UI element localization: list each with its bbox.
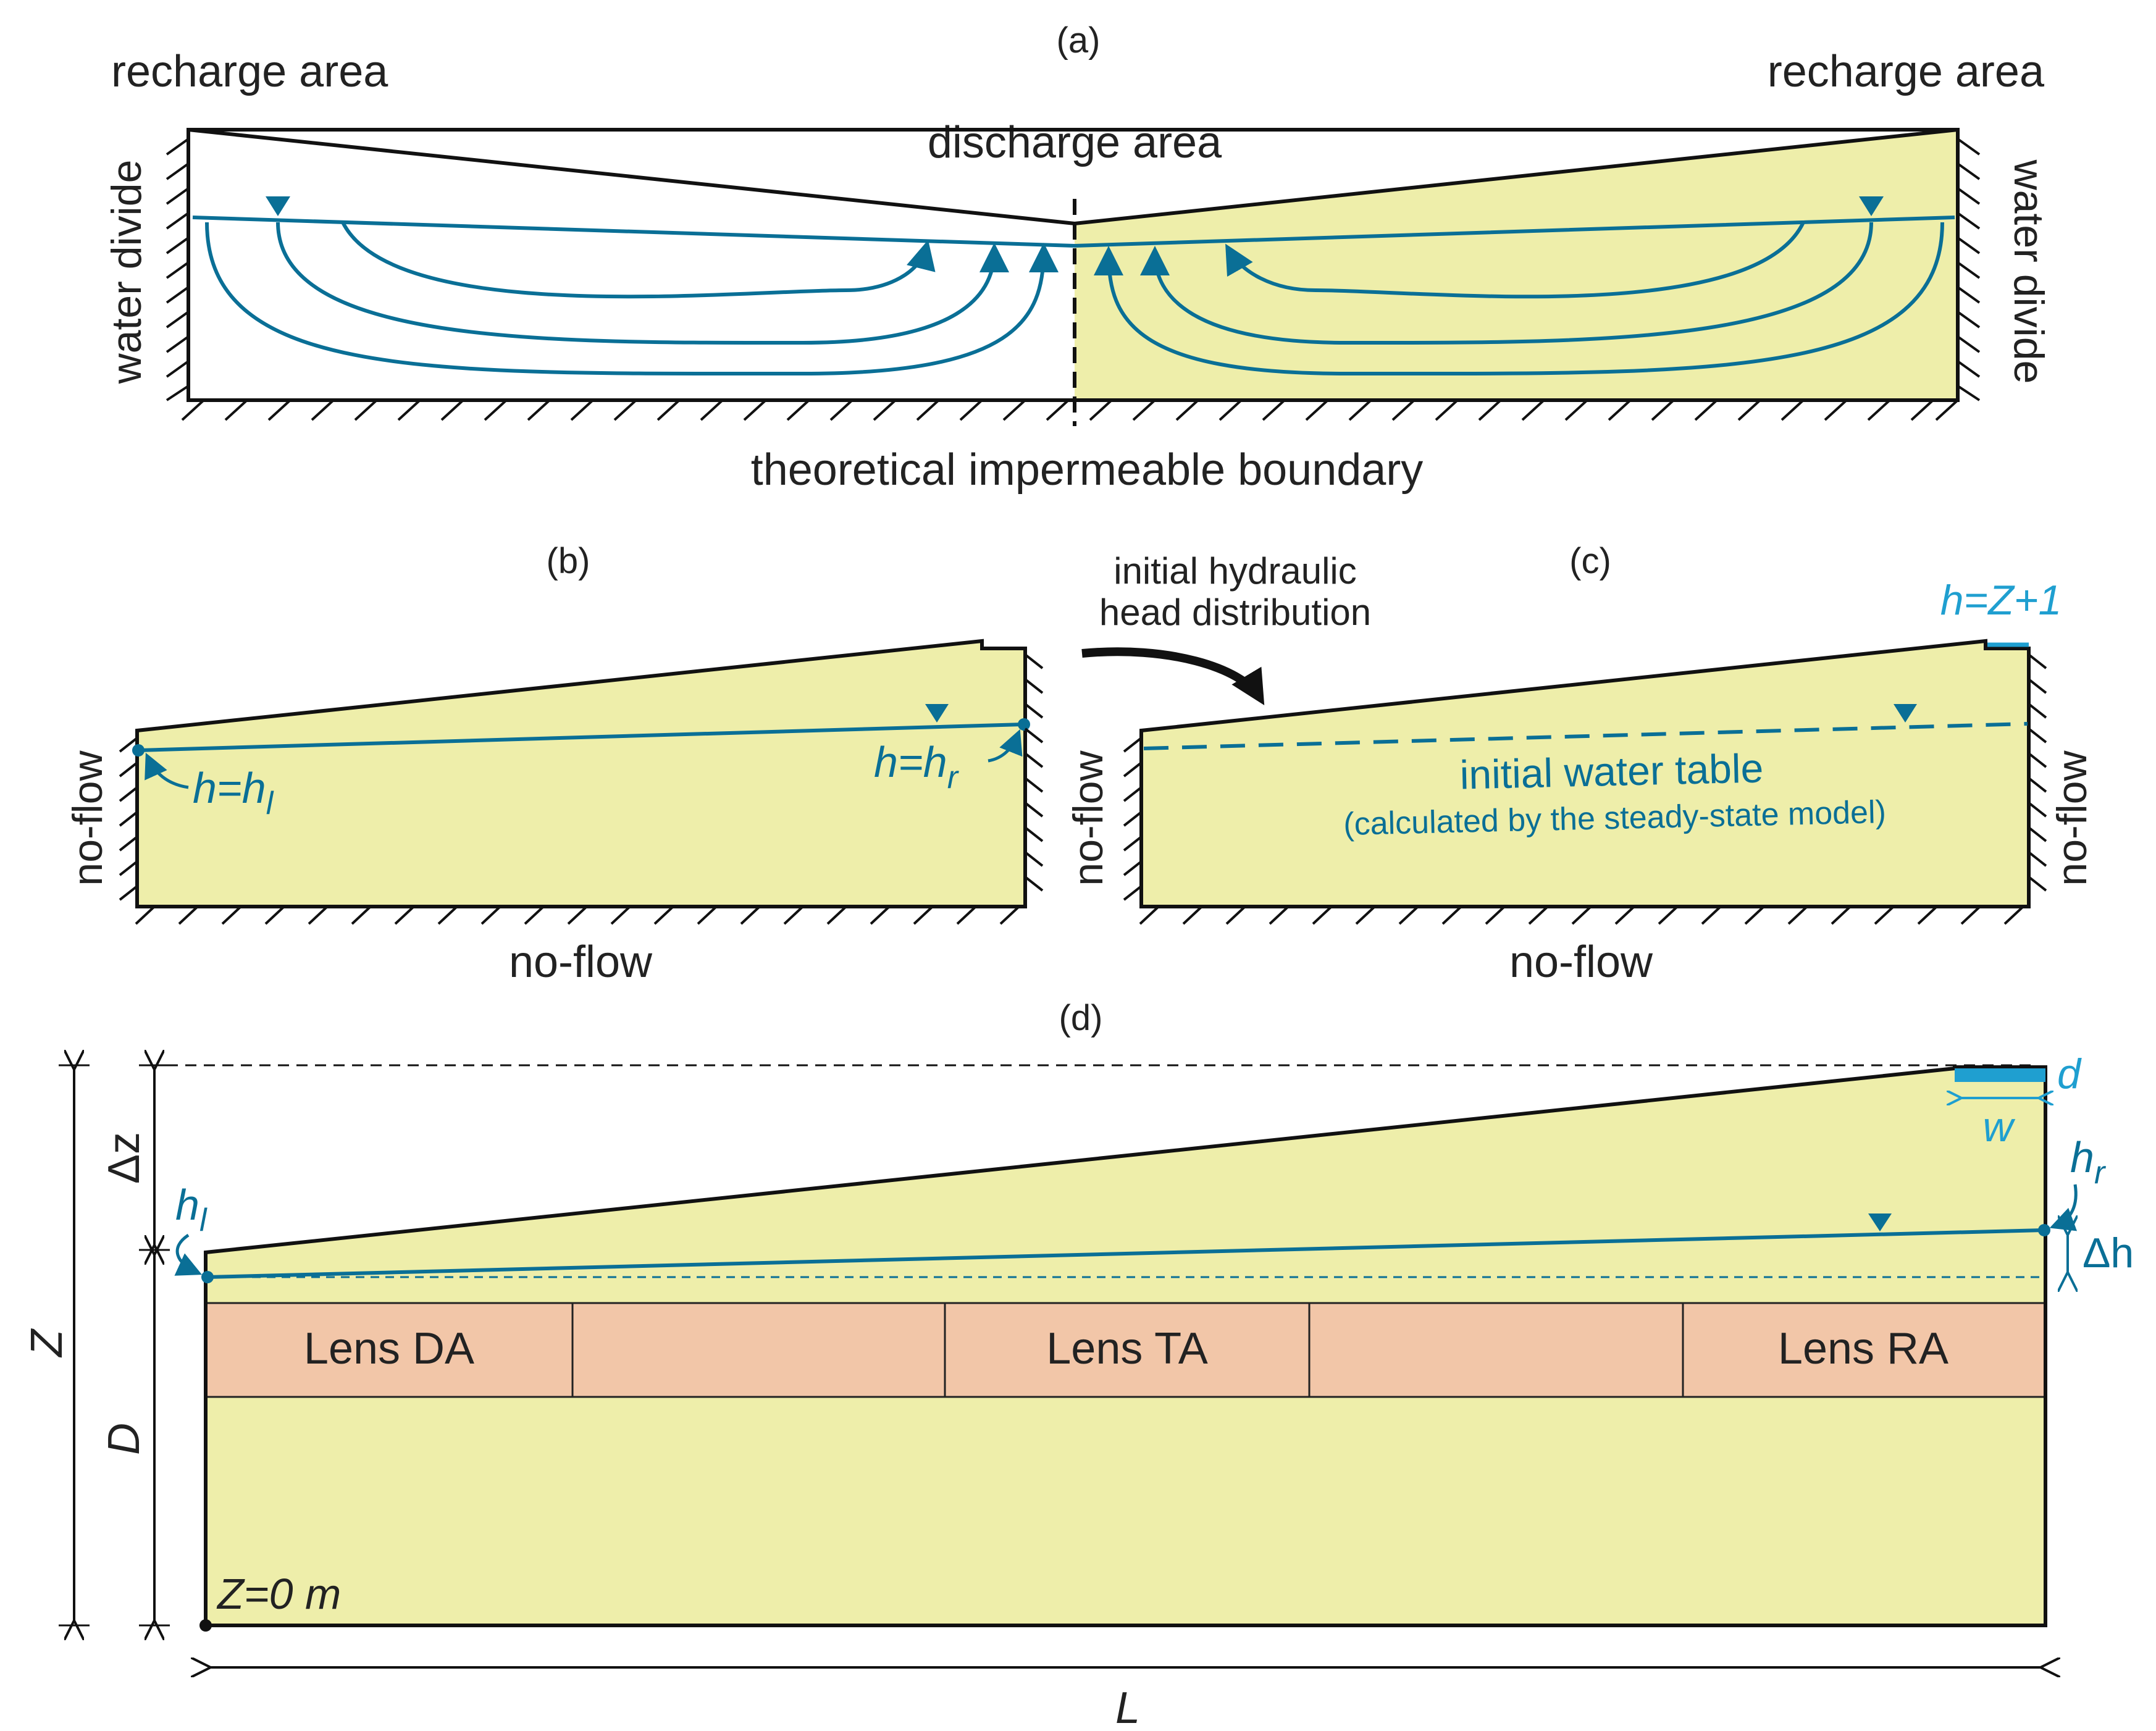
- w-label: w: [1982, 1104, 2015, 1151]
- water-table-d: [207, 1228, 2045, 1279]
- no-flow-bottom-c: no-flow: [1509, 937, 1653, 987]
- lens-da: Lens DA: [304, 1324, 474, 1373]
- hr-pointer-d: [2049, 1184, 2078, 1231]
- no-flow-left-b: no-flow: [64, 750, 111, 886]
- hatch-bottom-b: [135, 905, 1020, 925]
- arrow-text-line2: head distribution: [1099, 592, 1371, 633]
- hatch-left-c: [1123, 737, 1143, 901]
- water-divide-right: water divide: [2005, 159, 2052, 384]
- water-table-c: [1143, 722, 2028, 750]
- origin-point-d: [199, 1619, 212, 1632]
- water-table-b: [138, 723, 1025, 752]
- hr-pointer-b: [988, 729, 1023, 763]
- hl-label-d: hl: [175, 1181, 208, 1238]
- h-left-label-b: h=hl: [193, 764, 274, 821]
- dz-label: Δz: [99, 1132, 149, 1184]
- aquifer-b: [135, 639, 1027, 908]
- water-table-symbol-d: [1868, 1213, 1892, 1231]
- z0-label: Z=0 m: [216, 1570, 341, 1618]
- hl-pointer-d: [174, 1233, 203, 1276]
- hl-pointer-b: [145, 752, 189, 789]
- panel-c-label: (c): [1569, 541, 1611, 581]
- lens-band: [208, 1303, 2044, 1397]
- panel-b: (b) h=hl h=hr no-flow no-flow: [64, 541, 1044, 987]
- head-point-left-b: [132, 744, 145, 757]
- aquifer-c: [1139, 639, 2031, 908]
- impermeable-boundary-label: theoretical impermeable boundary: [751, 445, 1424, 495]
- hatch-right-c: [2028, 653, 2047, 892]
- hatch-left-a: [166, 138, 190, 401]
- aquifer-fill-a: [1075, 130, 1958, 400]
- l-label: L: [1115, 1683, 1140, 1731]
- z-label: Z: [22, 1328, 72, 1358]
- head-point-right-b: [1018, 718, 1030, 731]
- h-right-label-b: h=hr: [874, 738, 960, 795]
- d-label: d: [2057, 1050, 2082, 1097]
- hatch-bottom-a: [181, 399, 1959, 421]
- recharge-area-right: recharge area: [1768, 47, 2045, 96]
- panel-a: (a) recharge area recharge area discharg…: [103, 20, 2052, 495]
- recharge-area-left: recharge area: [111, 47, 388, 96]
- transfer-arrow: [1081, 647, 1265, 705]
- arrow-text-line1: initial hydraulic: [1114, 550, 1357, 592]
- discharge-area: discharge area: [928, 118, 1222, 167]
- no-flow-right-c: no-flow: [2049, 750, 2095, 886]
- hatch-bottom-c: [1139, 905, 2024, 925]
- water-table-symbol-left-a: [266, 196, 290, 216]
- water-table-a: [192, 216, 1955, 248]
- hr-label-d: hr: [2070, 1133, 2107, 1191]
- flowlines-a: [205, 221, 1944, 376]
- no-flow-bottom-b: no-flow: [509, 937, 653, 987]
- top-head-label-c: h=Z+1: [1940, 577, 2062, 624]
- no-flow-left-c: no-flow: [1065, 750, 1112, 886]
- water-table-symbol-c: [1894, 704, 1917, 723]
- water-table-symbol-right-a: [1859, 196, 1884, 216]
- hatch-right-a: [1957, 138, 1981, 401]
- recharge-strip-d: [1955, 1068, 2045, 1082]
- d-upper-label: D: [99, 1423, 149, 1455]
- lens-ra: Lens RA: [1778, 1324, 1948, 1373]
- hatch-right-b: [1024, 653, 1044, 892]
- panel-b-label: (b): [547, 541, 590, 581]
- hl-point-d: [201, 1271, 214, 1283]
- panel-a-label: (a): [1057, 20, 1101, 61]
- lens-dividers: [208, 1302, 2044, 1398]
- water-divide-left: water divide: [103, 160, 150, 385]
- hr-point-d: [2038, 1224, 2050, 1236]
- panel-c: (c) h=Z+1 initial water table (calculate…: [1065, 541, 2095, 987]
- dh-label: Δh: [2083, 1230, 2134, 1276]
- transfer-annotation: initial hydraulic head distribution: [1081, 550, 1371, 705]
- panel-d: (d) Lens DA Lens TA Lens RA d w: [22, 998, 2134, 1731]
- hatch-left-b: [119, 737, 138, 901]
- initial-water-table-label: initial water table: [1459, 745, 1764, 797]
- panel-d-label: (d): [1059, 998, 1103, 1038]
- water-table-symbol-b: [925, 704, 949, 723]
- lens-ta: Lens TA: [1046, 1324, 1208, 1373]
